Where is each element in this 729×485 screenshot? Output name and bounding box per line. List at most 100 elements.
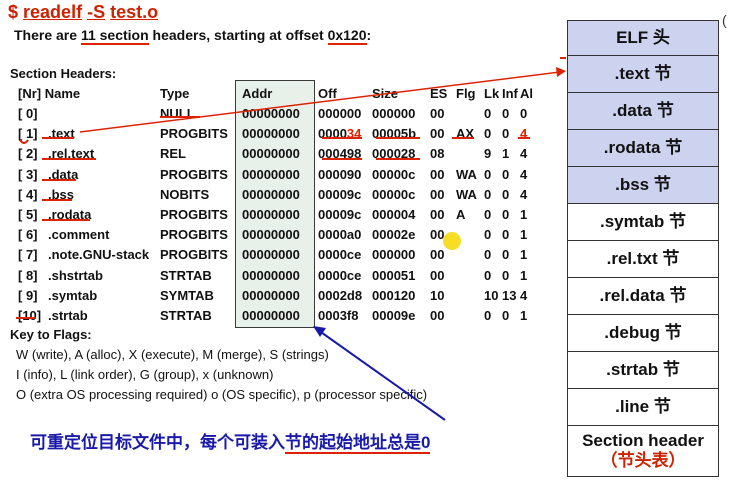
- command-name: readelf: [23, 2, 83, 22]
- cell-al: 4: [520, 186, 528, 202]
- cell-al: 0: [520, 106, 528, 121]
- cell-size: 000028: [372, 146, 416, 162]
- pointer-highlight: [443, 232, 461, 250]
- panel-block-label: .bss 节: [615, 174, 671, 194]
- edge-mark: (: [722, 12, 727, 28]
- cell-al: 4: [520, 126, 528, 142]
- command-line: $ readelf -S test.o: [8, 2, 158, 23]
- panel-block: .symtab 节: [567, 203, 719, 241]
- panel-block-label: .symtab 节: [600, 211, 686, 231]
- cell-size: 000000: [372, 247, 416, 263]
- cell-nr-name: [ 3]: [18, 166, 38, 182]
- panel-block: .rel.txt 节: [567, 240, 719, 278]
- cell-size: 00002e: [372, 227, 416, 243]
- cell-addr: 00000000: [242, 207, 300, 222]
- cell-inf: 13: [502, 287, 517, 303]
- panel-block: .text 节: [567, 55, 719, 93]
- cell-type: PROGBITS: [160, 227, 228, 243]
- flag-line: I (info), L (link order), G (group), x (…: [16, 367, 274, 382]
- panel-block-label: .rel.data 节: [599, 285, 687, 305]
- panel-block-label: Section header: [582, 430, 704, 450]
- cell-al: 4: [520, 287, 528, 303]
- cell-lk: 0: [484, 126, 492, 142]
- cell-es: 08: [430, 146, 445, 162]
- panel-block-label: ELF 头: [616, 27, 670, 47]
- cell-size: 000120: [372, 287, 416, 303]
- cell-off: 00009c: [318, 207, 362, 222]
- cell-addr: 00000000: [242, 146, 300, 162]
- panel-block: .strtab 节: [567, 351, 719, 389]
- cell-lk: 0: [484, 227, 492, 243]
- cell-lk: 0: [484, 267, 492, 283]
- summary-offset: 0x120: [327, 27, 367, 45]
- panel-block-label: .line 节: [615, 396, 671, 416]
- cell-addr: 00000000: [242, 227, 300, 243]
- col-off: Off: [318, 86, 337, 101]
- cell-es: 00: [430, 267, 445, 283]
- cell-inf: 0: [502, 267, 510, 283]
- cell-off: 0000ce: [318, 267, 362, 283]
- cell-inf: 0: [502, 126, 510, 142]
- cell-name: .note.GNU-stack: [48, 247, 150, 263]
- flag-line: W (write), A (alloc), X (execute), M (me…: [16, 347, 329, 362]
- cell-off: 000498: [318, 146, 362, 162]
- cell-off: 000000: [318, 106, 362, 121]
- cell-type: STRTAB: [160, 308, 212, 323]
- summary-line: There are 11 section headers, starting a…: [14, 27, 372, 45]
- cell-name: .strtab: [48, 308, 88, 323]
- panel-block-label: .debug 节: [604, 322, 682, 342]
- cell-nr-name: [ 8]: [18, 267, 38, 283]
- panel-block-label: .text 节: [614, 63, 672, 83]
- cell-name: .rodata: [48, 207, 92, 222]
- cell-lk: 0: [484, 106, 492, 121]
- cell-off: 0003f8: [318, 308, 359, 323]
- summary-mid: headers, starting at offset: [148, 27, 328, 43]
- cell-nr-name: [ 9]: [18, 287, 38, 303]
- command-file: test.o: [110, 2, 159, 22]
- cell-inf: 0: [502, 106, 510, 121]
- col-es: ES: [430, 86, 448, 101]
- cell-name: .data: [48, 166, 79, 182]
- cell-addr: 00000000: [242, 308, 300, 323]
- text-arrow-line: [79, 71, 561, 133]
- cell-inf: 0: [502, 308, 510, 323]
- cell-nr-name: [ 7]: [18, 247, 38, 263]
- cell-size: 00009e: [372, 308, 416, 323]
- cell-type: NOBITS: [160, 186, 210, 202]
- panel-block-label: .data 节: [612, 100, 674, 120]
- col-size: Size: [372, 86, 399, 101]
- panel-block-label: .strtab 节: [606, 359, 680, 379]
- cell-lk: 10: [484, 287, 499, 303]
- caption: 可重定位目标文件中，每个可装入节的起始地址总是0: [30, 428, 431, 454]
- cell-name: .bss: [48, 186, 75, 202]
- cell-off: 0002d8: [318, 287, 363, 303]
- cell-nr-name: [ 5]: [18, 207, 38, 222]
- cell-addr: 00000000: [242, 126, 300, 142]
- cell-es: 10: [430, 287, 445, 303]
- summary-post: :: [366, 27, 372, 43]
- cell-name: .text: [48, 126, 75, 142]
- cell-size: 00005b: [372, 126, 417, 142]
- cell-nr-name: [ 0]: [18, 106, 38, 121]
- cell-inf: 0: [502, 166, 510, 182]
- cell-lk: 0: [484, 207, 492, 222]
- cell-size: 000051: [372, 267, 416, 283]
- prompt-symbol: $: [8, 2, 19, 22]
- cell-es: 00: [430, 227, 445, 243]
- cell-es: 00: [430, 186, 445, 202]
- col-nr-name: [Nr] Name: [18, 86, 81, 101]
- cell-type: PROGBITS: [160, 126, 228, 142]
- cell-inf: 0: [502, 207, 510, 222]
- panel-block: .rodata 节: [567, 129, 719, 167]
- panel-block: ELF 头: [567, 20, 719, 56]
- cell-name: .comment: [48, 227, 110, 243]
- cell-size: 00000c: [372, 166, 416, 182]
- cell-name: .rel.text: [48, 146, 95, 162]
- summary-count: 11 section: [80, 27, 149, 45]
- cell-addr: 00000000: [242, 287, 300, 303]
- cell-lk: 0: [484, 308, 492, 323]
- caption-arrow-line: [317, 329, 446, 421]
- cell-off: 0000a0: [318, 227, 362, 243]
- cell-es: 00: [430, 308, 445, 323]
